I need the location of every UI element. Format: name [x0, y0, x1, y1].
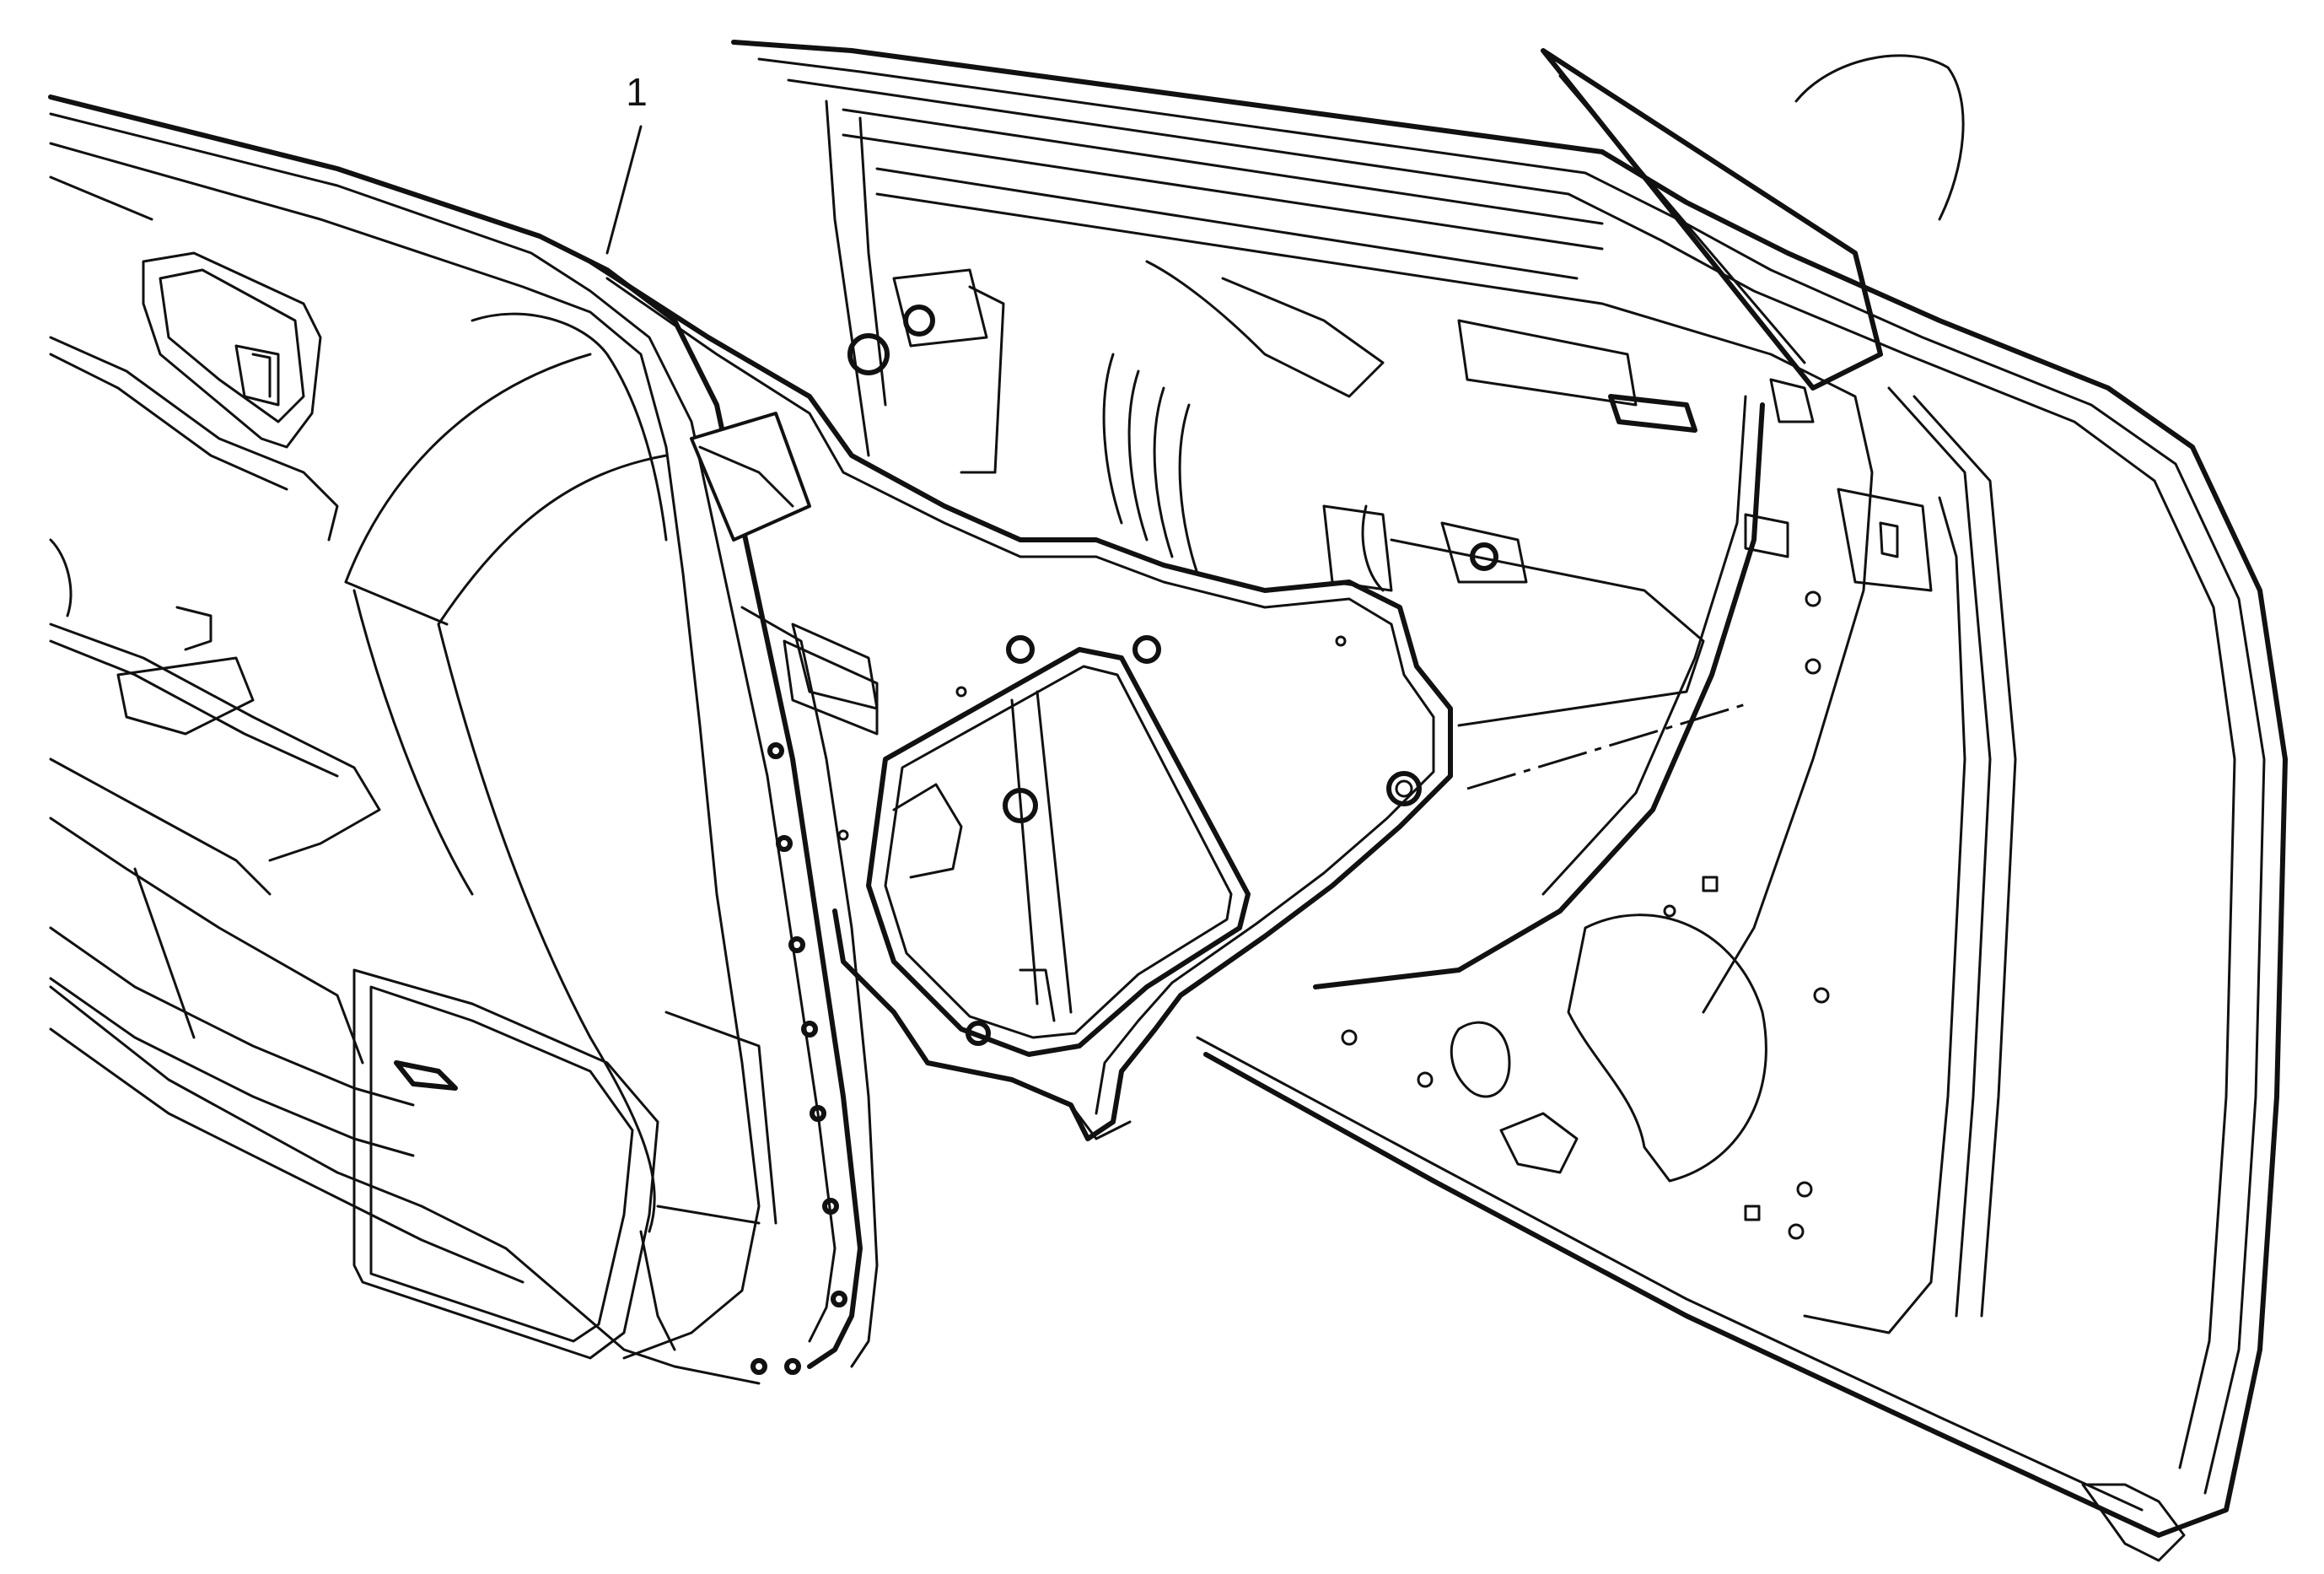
- callout-1: 1: [605, 70, 648, 255]
- water-deflector: [588, 259, 1746, 1141]
- door-frame: [731, 40, 2288, 1562]
- trim-panel: [48, 94, 879, 1385]
- callout-1-label: 1: [626, 70, 648, 114]
- door-inner-panel: [791, 192, 1933, 1240]
